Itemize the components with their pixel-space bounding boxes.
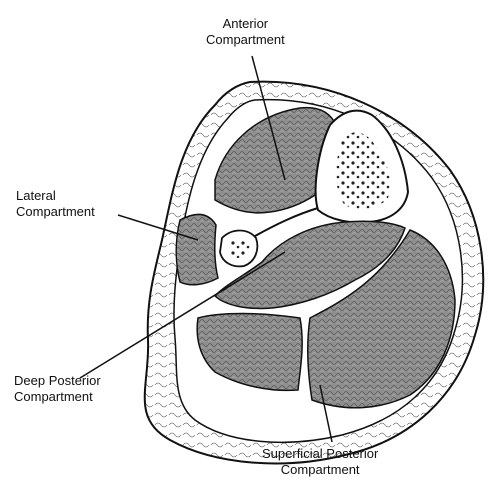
- label-superficial-posterior-line2: Compartment: [280, 462, 360, 477]
- lateral-compartment: [175, 213, 219, 286]
- label-deep-posterior-line2: Compartment: [14, 389, 93, 404]
- label-anterior-compartment: Anterior Compartment: [206, 16, 285, 48]
- label-superficial-posterior-line1: Superficial Posterior: [262, 446, 379, 461]
- deep-posterior-compartment: [213, 220, 406, 310]
- label-anterior-line1: Anterior: [222, 16, 269, 31]
- leader-deep-posterior: [79, 251, 286, 379]
- label-lateral-line1: Lateral: [16, 188, 56, 203]
- label-deep-posterior-compartment: Deep Posterior Compartment: [14, 373, 101, 405]
- superficial-posterior-compartment-right: [307, 229, 456, 409]
- label-superficial-posterior-compartment: Superficial Posterior Compartment: [262, 446, 378, 478]
- leader-anterior: [251, 55, 286, 181]
- label-lateral-line2: Compartment: [16, 204, 95, 219]
- leader-lateral: [117, 214, 199, 241]
- tibia-marrow: [336, 132, 391, 210]
- label-lateral-compartment: Lateral Compartment: [16, 188, 95, 220]
- label-deep-posterior-line1: Deep Posterior: [14, 373, 101, 388]
- leader-superficial-posterior: [319, 384, 333, 443]
- fibula-marrow: [229, 238, 250, 258]
- label-anterior-line2: Compartment: [206, 32, 285, 47]
- interosseous-membrane: [254, 207, 319, 237]
- superficial-posterior-compartment-left: [196, 312, 303, 392]
